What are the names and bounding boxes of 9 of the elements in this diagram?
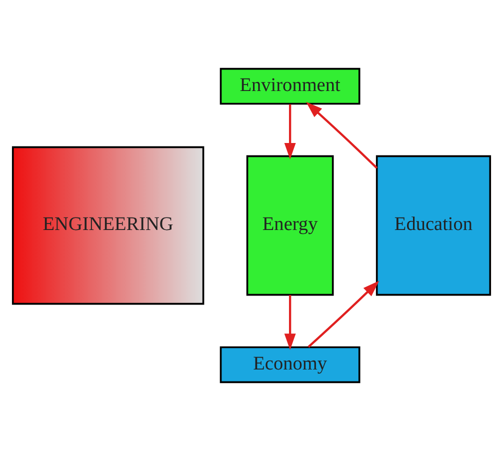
node-box: Environment [220,68,360,105]
arrow [308,280,380,348]
node-box: Energy [246,155,334,296]
node-box: Economy [220,346,360,384]
node-box: Education [376,155,492,296]
arrow [306,102,378,169]
node-box: ENGINEERING [12,146,204,305]
arrow [284,295,296,350]
arrow [284,104,296,160]
